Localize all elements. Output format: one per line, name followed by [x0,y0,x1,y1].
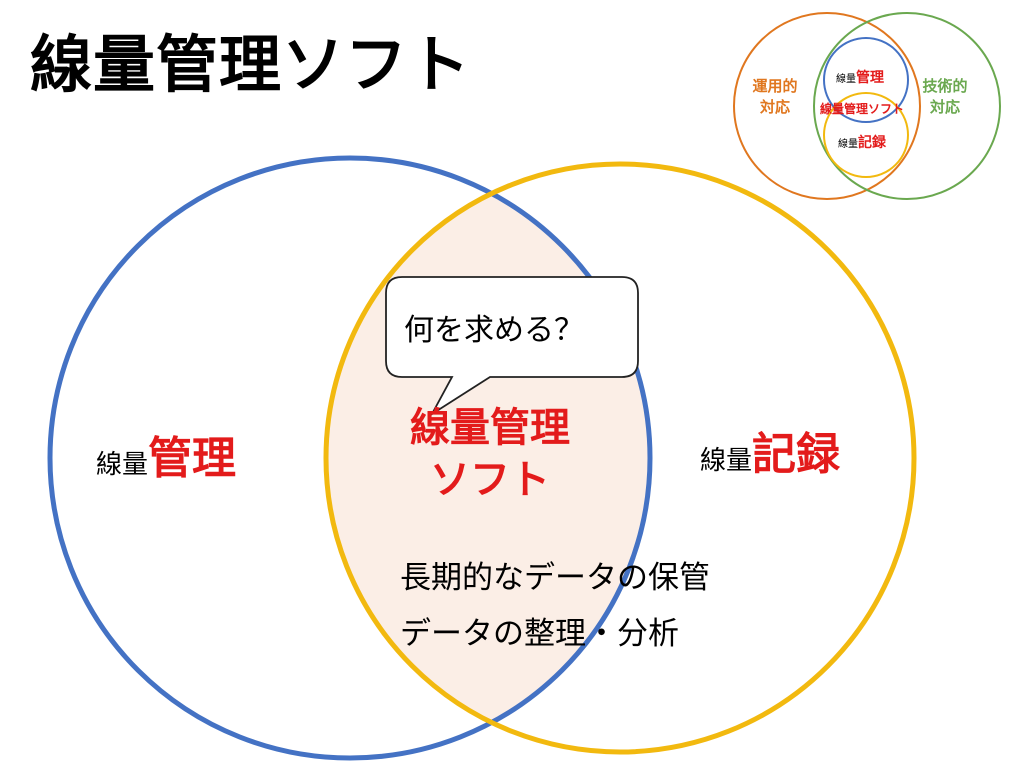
record-label-prefix: 線量 [700,446,753,476]
mini-management-emphasis: 管理 [856,70,884,86]
mini-operational-circle [733,12,921,200]
mini-management-label: 線量管理 [836,67,884,87]
intersection-title-line2: ソフト [430,457,550,503]
intersection-title: 線量管理 ソフト [380,402,600,506]
mini-record-emphasis: 記録 [858,135,886,151]
mini-operational-line1: 運用的 [752,77,798,95]
feature-item: 長期的なデータの保管 [400,560,710,596]
feature-item: データの整理・分析 [400,616,679,652]
intersection-title-line1: 線量管理 [410,405,570,451]
mini-management-prefix: 線量 [836,74,856,85]
page-title: 線量管理ソフト [30,28,472,101]
mini-center-label: 線量管理ソフト [820,102,905,116]
record-circle [323,161,917,755]
speech-bubble-text: 何を求める？ [404,313,584,348]
mini-record-prefix: 線量 [838,139,858,150]
feature-list: 長期的なデータの保管 データの整理・分析 [400,550,710,662]
management-label: 線量管理 [96,422,236,486]
mini-operational-line2: 対応 [759,98,790,116]
record-label-emphasis: 記録 [752,429,841,480]
speech-bubble [385,276,639,417]
record-label: 線量記録 [700,418,840,482]
management-circle [47,155,653,761]
mini-record-label: 線量記録 [838,132,886,152]
mini-diagram [733,12,1001,200]
mini-management-circle [823,37,909,123]
mini-technical-circle [813,12,1001,200]
mini-technical-line1: 技術的 [922,77,968,95]
mini-technical-line2: 対応 [929,98,960,116]
mini-record-circle [823,92,909,178]
mini-operational-label: 運用的 対応 [748,76,802,118]
management-label-prefix: 線量 [96,450,149,480]
mini-technical-label: 技術的 対応 [918,76,972,118]
management-label-emphasis: 管理 [148,433,237,484]
